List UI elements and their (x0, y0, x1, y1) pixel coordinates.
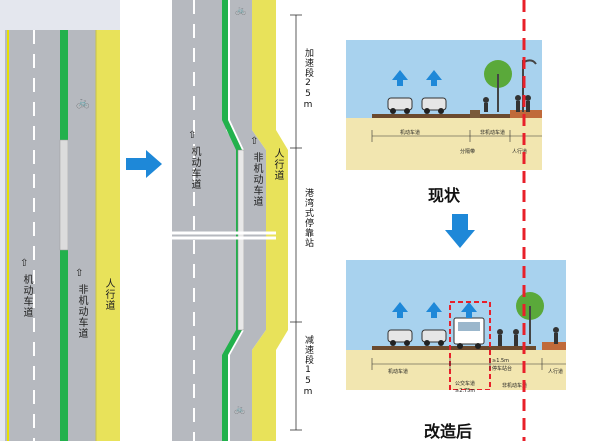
section-divider-label: 分隔带 (460, 149, 476, 155)
down-arrow-icon (445, 214, 475, 248)
plan-after-drawing (172, 0, 302, 441)
separator-gap (59, 139, 69, 251)
bicycle-icon: 🚲 (234, 405, 246, 415)
section-nonmotor-label: 非机动车道 (502, 383, 528, 389)
car-icon (387, 329, 413, 346)
pedestrian-lane-label: 人行道 (103, 278, 114, 311)
arrow-icon: ⇧ (75, 268, 84, 279)
road-surface (372, 346, 536, 350)
arrow-icon: ⇧ (250, 136, 259, 147)
motor-lane (5, 30, 60, 441)
nonmotor-lane (230, 0, 266, 441)
motor-lane (172, 0, 226, 441)
cyclist-icon (513, 329, 519, 346)
ground (346, 118, 542, 170)
section-pedestrian-label: 人行道 (512, 149, 528, 155)
green-lane (222, 0, 242, 441)
sidewalk (96, 30, 120, 441)
pedestrian-icon (515, 95, 521, 112)
pedestrian-lane-label: 人行道 (272, 148, 283, 181)
bus-bay-area (226, 0, 238, 441)
section-motor-label: 机动车道 (388, 369, 409, 375)
nonmotor-lane-label: 非机动车道 (251, 152, 262, 207)
arrow-icon: ⇧ (188, 130, 197, 141)
decel-zone-label: 减速段15m (303, 335, 313, 398)
sidewalk (252, 0, 288, 441)
section-motor-label: 机动车道 (400, 130, 421, 136)
road-surface (372, 114, 470, 118)
bicycle-icon: 🚲 (76, 96, 90, 109)
sidewalk-section (542, 342, 566, 350)
section-before-drawing (346, 40, 542, 170)
bicycle-icon: 🚲 (235, 6, 247, 16)
up-arrow-icon (426, 70, 442, 86)
up-arrow-icon (392, 70, 408, 86)
nonmotor-lane-label: 非机动车道 (76, 284, 87, 339)
plan-after: 🚲 🚲 ⇧ 机动车道 ⇧ 非机动车道 人行道 加速段25m 港湾式停靠站 减速段… (172, 0, 324, 441)
up-arrow-icon (461, 302, 477, 318)
sidewalk-section (510, 110, 542, 118)
nonmotor-lane (68, 30, 96, 441)
pedestrian-icon (497, 329, 503, 346)
ground (346, 350, 566, 390)
up-arrow-icon (392, 302, 408, 318)
car-icon (387, 97, 413, 114)
plan-before-drawing (5, 30, 120, 441)
section-nonmotor-label: 非机动车道 (480, 130, 506, 136)
transform-arrow-icon (126, 150, 162, 178)
tree-icon (484, 60, 512, 112)
before-caption: 现状 (428, 186, 461, 205)
car-icon (421, 329, 447, 346)
bus-lane-highlight (449, 301, 491, 390)
after-caption: 改造后 (424, 422, 473, 441)
pedestrian-icon (553, 327, 559, 344)
bus-platform (237, 149, 245, 331)
section-pedestrian-label: 人行道 (548, 369, 564, 375)
cross-sections: 机动车道 非机动车道 分隔带 人行道 现状 (340, 0, 605, 441)
section-bus-lane-label: 公交车道 (455, 381, 476, 387)
accel-zone-label: 加速段25m (303, 48, 313, 111)
section-after-drawing (346, 260, 566, 390)
section-platform-label: 停车站台 (492, 366, 513, 372)
pedestrian-icon (525, 95, 531, 112)
red-dashed-line (522, 0, 526, 441)
car-icon (421, 97, 447, 114)
plan-before: 🚲 ⇧ 机动车道 ⇧ 非机动车道 人行道 (0, 0, 120, 441)
motor-lane-label: 机动车道 (189, 146, 200, 190)
motor-lane-label: 机动车道 (21, 274, 32, 318)
cyclist-icon (483, 97, 489, 112)
section-platform-width-label: ≥1.5m (492, 358, 510, 364)
bus-icon (453, 317, 485, 349)
section-bus-lane-width-label: ≥2.75m (455, 388, 476, 394)
up-arrow-icon (426, 302, 442, 318)
bay-zone-label: 港湾式停靠站 (303, 188, 313, 248)
arrow-icon: ⇧ (20, 258, 29, 269)
divider-strip (470, 110, 480, 118)
